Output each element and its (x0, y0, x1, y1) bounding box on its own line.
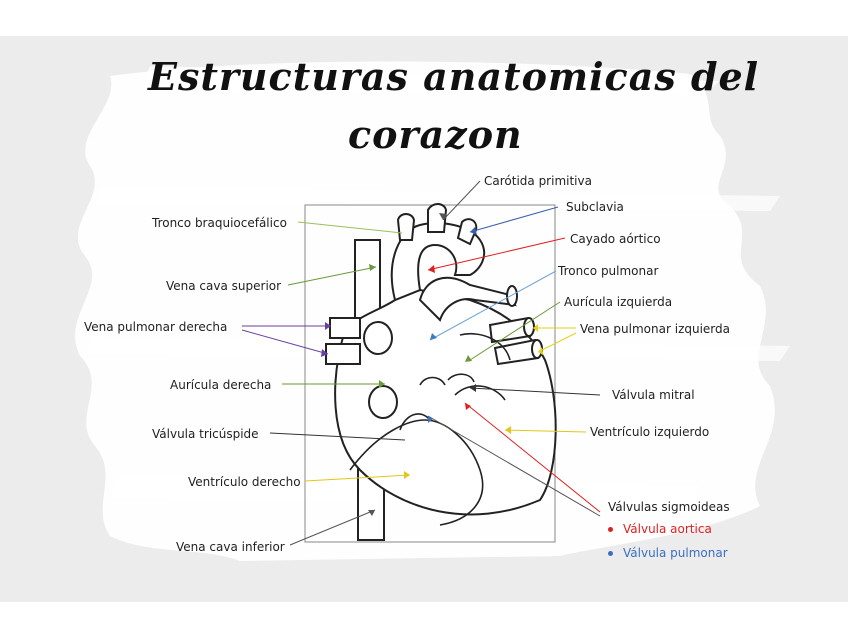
label-carotida-primitiva: Carótida primitiva (484, 174, 592, 188)
right-atrium-oval (369, 386, 397, 418)
right-pulmonary-vein-opening (364, 322, 392, 354)
leader-subclavia (470, 207, 558, 232)
label-auricula-izquierda: Aurícula izquierda (564, 295, 672, 309)
label-subclavia: Subclavia (566, 200, 624, 214)
legend-label-pulmonar: Válvula pulmonar (623, 546, 728, 560)
leader-carotida (443, 181, 480, 220)
right-pulmonary-vein-lower (326, 344, 360, 364)
legend-dot-pulmonar (608, 551, 613, 556)
legend-dot-aortica (608, 527, 613, 532)
branch-1 (398, 214, 414, 240)
label-tronco-pulmonar: Tronco pulmonar (558, 264, 658, 278)
label-vena-cava-inferior: Vena cava inferior (176, 540, 285, 554)
legend-item-pulmonar: Válvula pulmonar (608, 546, 728, 560)
legend-label-aortica: Válvula aortica (623, 522, 712, 536)
legend-title: Válvulas sigmoideas (608, 500, 730, 514)
label-valvula-tricuspide: Válvula tricúspide (152, 427, 259, 441)
label-ventriculo-derecho: Ventrículo derecho (188, 475, 301, 489)
right-pulmonary-vein-upper (330, 318, 360, 338)
label-vena-pulmonar-izquierda: Vena pulmonar izquierda (580, 322, 730, 336)
heart-outline (326, 204, 556, 540)
legend-item-aortica: Válvula aortica (608, 522, 712, 536)
pulmonary-trunk-end (507, 286, 517, 306)
label-vena-cava-superior: Vena cava superior (166, 279, 281, 293)
label-tronco-braquiocefalico: Tronco braquiocefálico (152, 216, 287, 230)
leader-tronco-braquio (298, 222, 402, 233)
leader-vena-pulm-der-2 (242, 330, 328, 354)
label-vena-pulmonar-derecha: Vena pulmonar derecha (84, 320, 227, 334)
label-auricula-derecha: Aurícula derecha (170, 378, 271, 392)
label-cayado-aortico: Cayado aórtico (570, 232, 661, 246)
label-valvula-mitral: Válvula mitral (612, 388, 695, 402)
label-ventriculo-izquierdo: Ventrículo izquierdo (590, 425, 709, 439)
leader-vena-pulm-izq-2 (538, 333, 576, 352)
